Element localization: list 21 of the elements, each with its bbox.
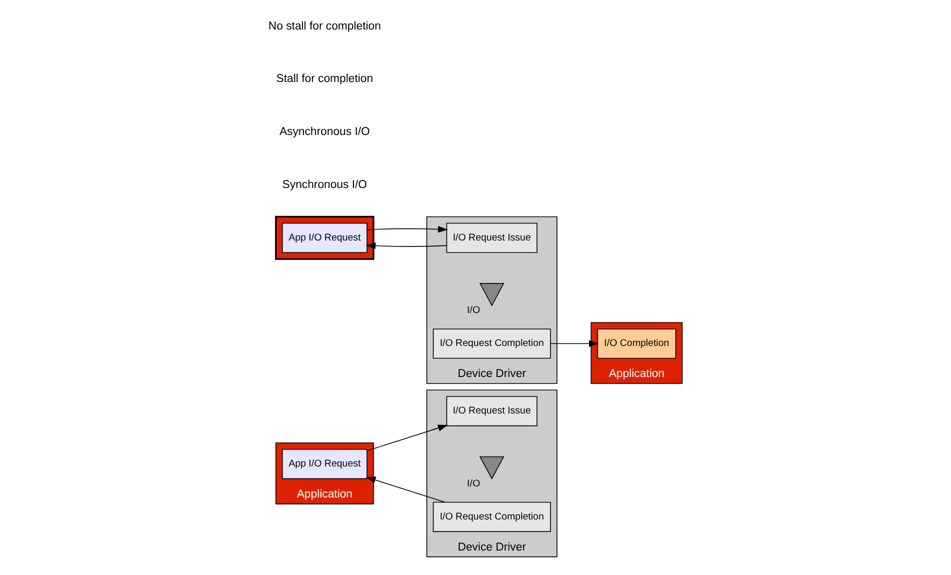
node-label: I/O xyxy=(466,305,480,316)
node-label: I/O xyxy=(466,478,480,490)
arrow xyxy=(365,242,446,250)
node-box: I/O Request Completion xyxy=(432,502,550,532)
cluster xyxy=(274,216,374,260)
arrow xyxy=(366,424,448,452)
node-box: I/O Request Completion xyxy=(432,328,550,359)
label: Asynchronous I/O xyxy=(278,126,370,138)
node-hourglass xyxy=(478,456,504,480)
label: Synchronous I/O xyxy=(282,179,367,191)
arrow xyxy=(366,226,448,233)
node-box: I/O Request Issue xyxy=(446,396,537,426)
arrow xyxy=(365,476,445,503)
node-box: I/O Request Issue xyxy=(446,222,537,253)
label: No stall for completion xyxy=(268,20,380,32)
node-box: I/O Completion xyxy=(596,328,676,359)
arrow xyxy=(550,340,598,348)
node-box: App I/O Request xyxy=(281,222,367,253)
node-hourglass xyxy=(478,283,504,306)
node-box: App I/O Request xyxy=(281,449,367,480)
label: Stall for completion xyxy=(276,73,373,86)
